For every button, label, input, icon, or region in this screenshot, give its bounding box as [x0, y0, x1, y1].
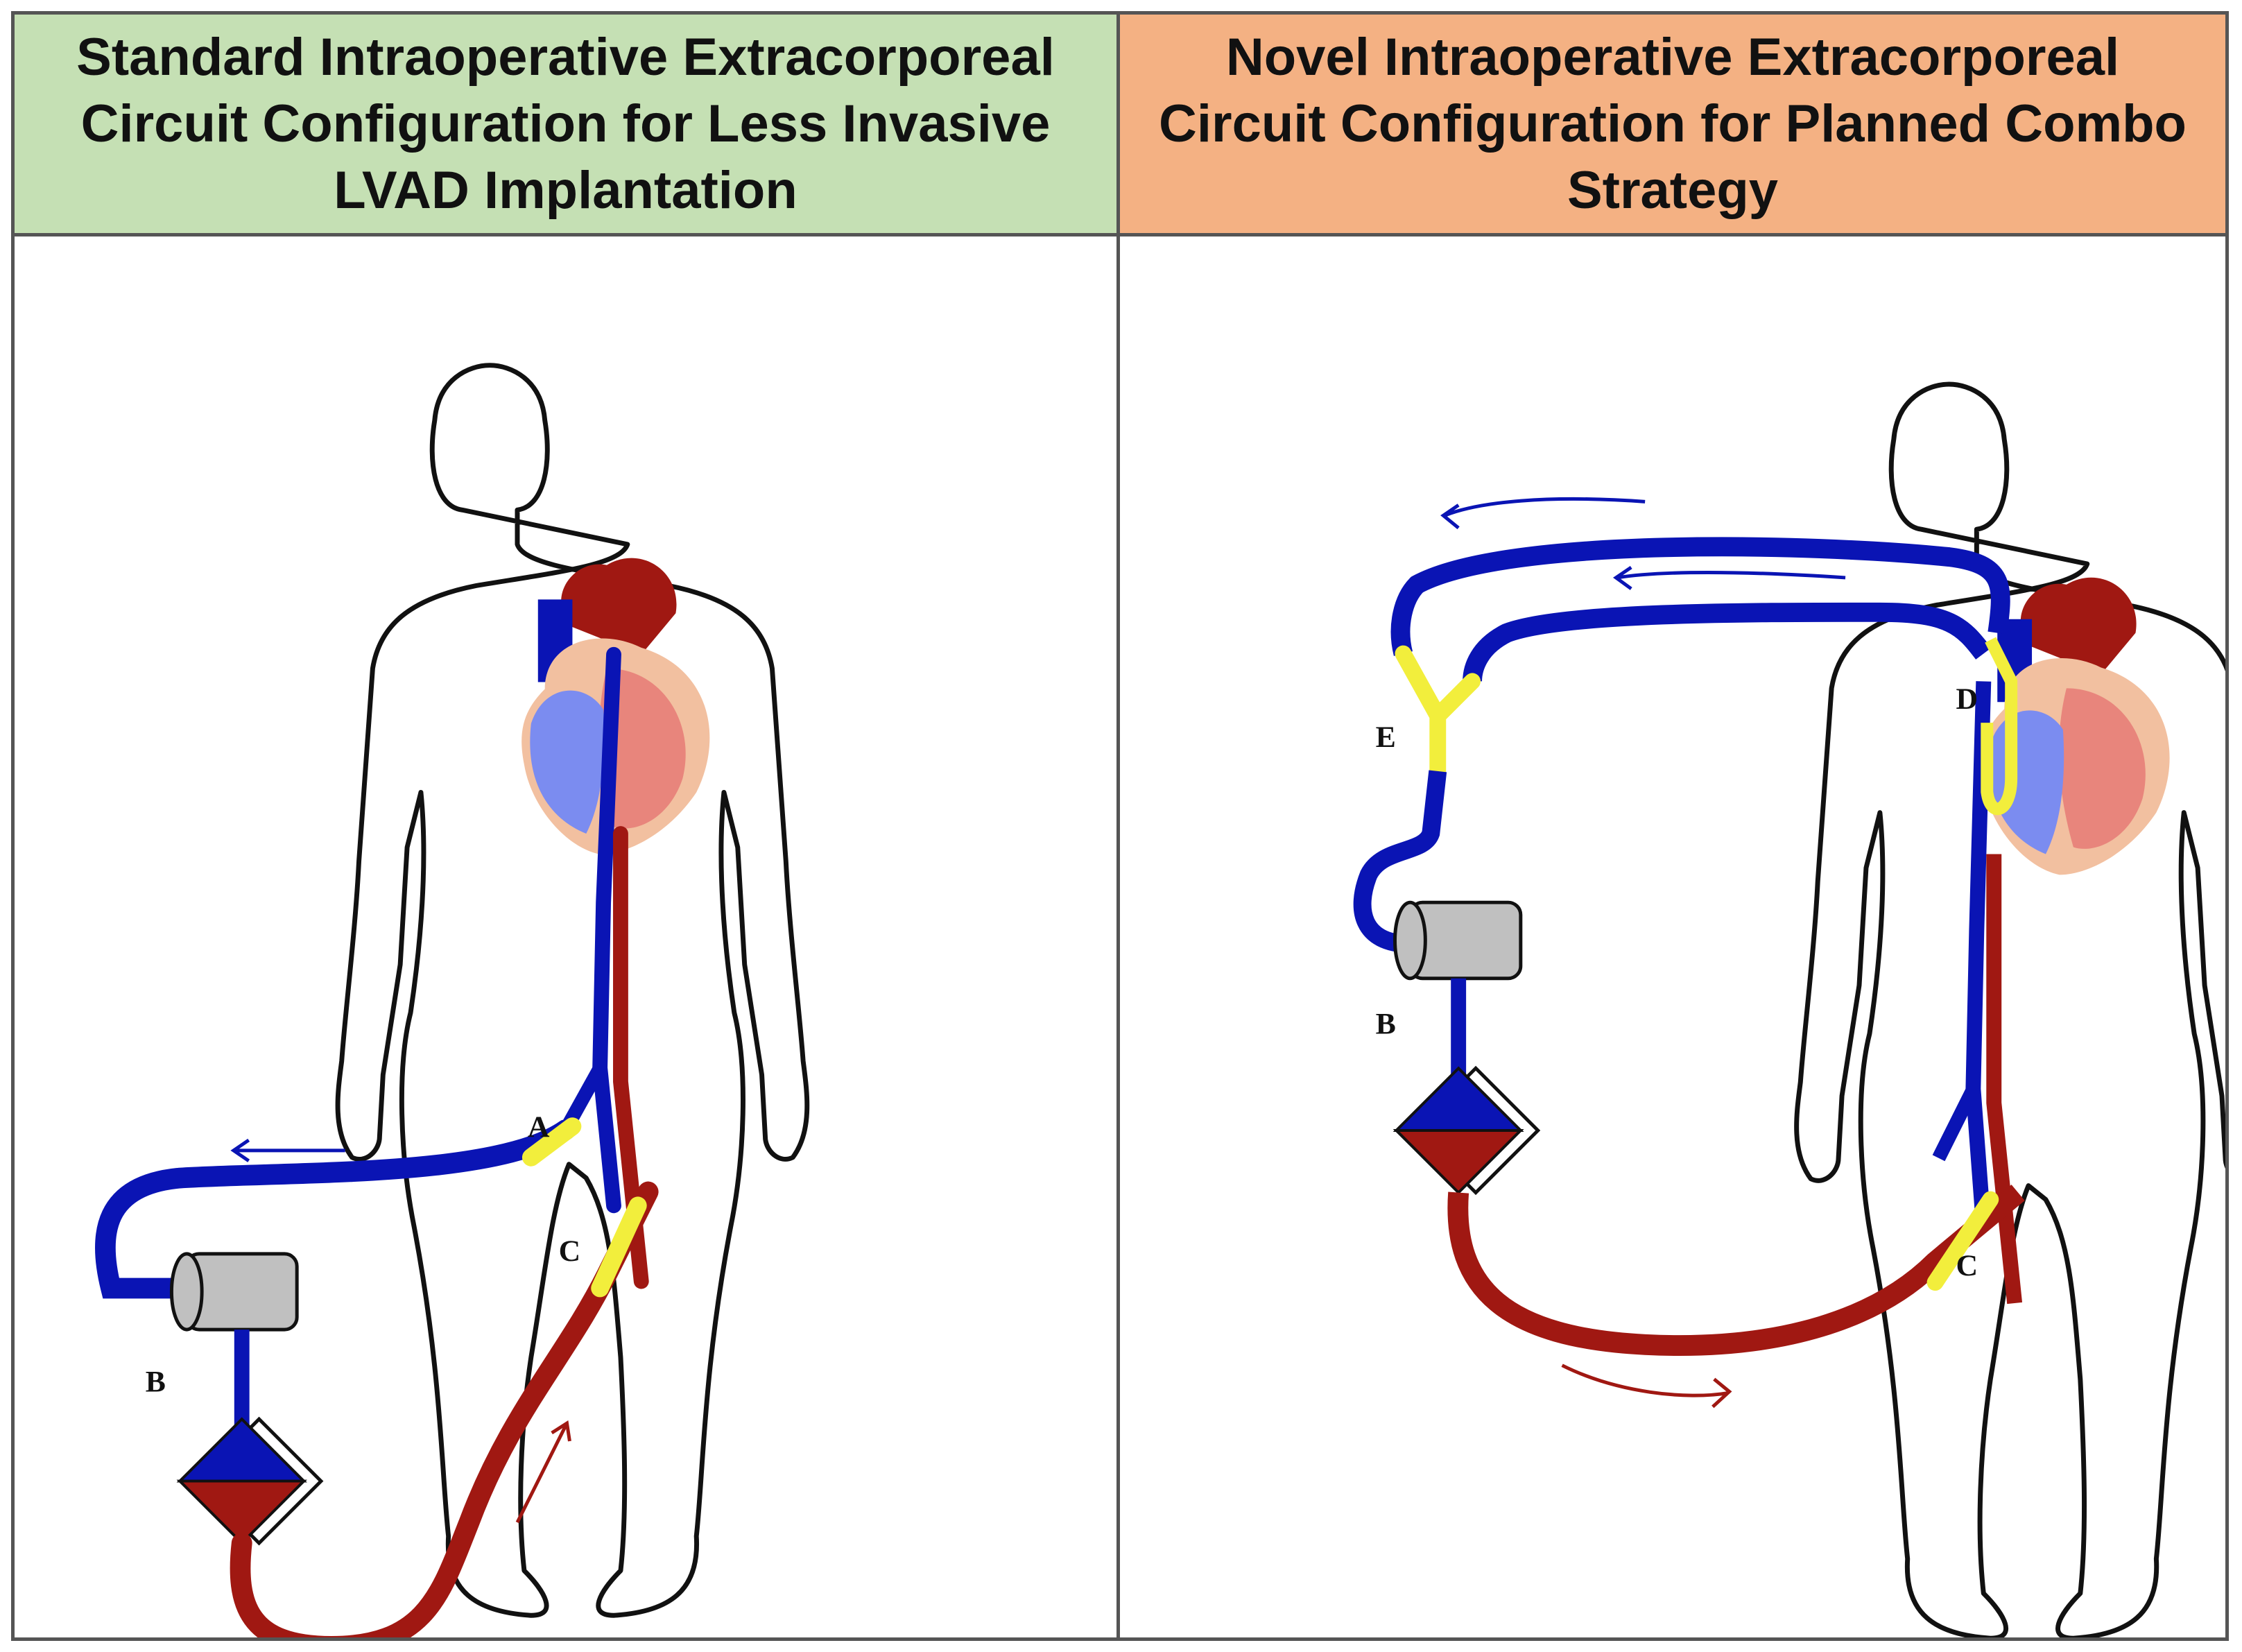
- venous-cannula-a: [521, 1117, 582, 1167]
- arterial-return-tubing: [1447, 1185, 2025, 1356]
- iliac-vein-branch: [1932, 1085, 1980, 1162]
- panel-title-novel: Novel Intraoperative Extracorporeal Circ…: [1120, 15, 2225, 236]
- venous-drainage-tubing: [94, 1119, 576, 1299]
- jugular-cannula-d: [1981, 637, 2018, 816]
- flow-arrow-venous: [230, 1138, 345, 1162]
- label-d: D: [1956, 682, 1978, 716]
- standard-circuit-diagram: A C B: [15, 236, 1120, 1637]
- human-body-outline: [335, 363, 810, 1618]
- panel-title-standard: Standard Intraoperative Extracorporeal C…: [15, 15, 1120, 236]
- label-c: C: [559, 1234, 581, 1268]
- y-to-pump-line: [1353, 770, 1447, 953]
- figure: Standard Intraoperative Extracorporeal C…: [11, 11, 2229, 1641]
- flow-arrow-upper: [1440, 497, 1646, 530]
- vena-cava-vessel: [1965, 681, 1992, 1228]
- aorta-vessel: [1986, 854, 2023, 1305]
- y-connector-e: [1395, 645, 1481, 780]
- novel-circuit-svg: C D E B: [1353, 381, 2225, 1637]
- flow-arrow-arterial: [515, 1420, 571, 1524]
- arterial-cannula-c: [1926, 1191, 1999, 1291]
- label-b: B: [146, 1365, 166, 1398]
- flow-arrow-lower: [1612, 565, 1846, 590]
- arterial-cannula-c: [591, 1196, 647, 1298]
- flow-arrow-arterial: [1561, 1363, 1732, 1409]
- human-body-outline: [1794, 381, 2225, 1637]
- oxygenator: [176, 1416, 324, 1546]
- label-c: C: [1956, 1249, 1978, 1282]
- venous-drainage-line-lower: [1463, 602, 1992, 682]
- centrifugal-pump: [169, 1252, 299, 1332]
- centrifugal-pump: [1393, 900, 1523, 981]
- label-b: B: [1376, 1007, 1396, 1040]
- novel-circuit-diagram: C D E B: [1120, 236, 2225, 1637]
- label-e: E: [1376, 721, 1396, 754]
- standard-circuit-svg: A C B: [94, 363, 810, 1637]
- label-a: A: [528, 1110, 550, 1144]
- venous-drainage-line-upper: [1390, 537, 2010, 656]
- arterial-return-tubing: [230, 1181, 659, 1637]
- vena-cava-vessel: [592, 646, 621, 1214]
- oxygenator: [1392, 1065, 1541, 1196]
